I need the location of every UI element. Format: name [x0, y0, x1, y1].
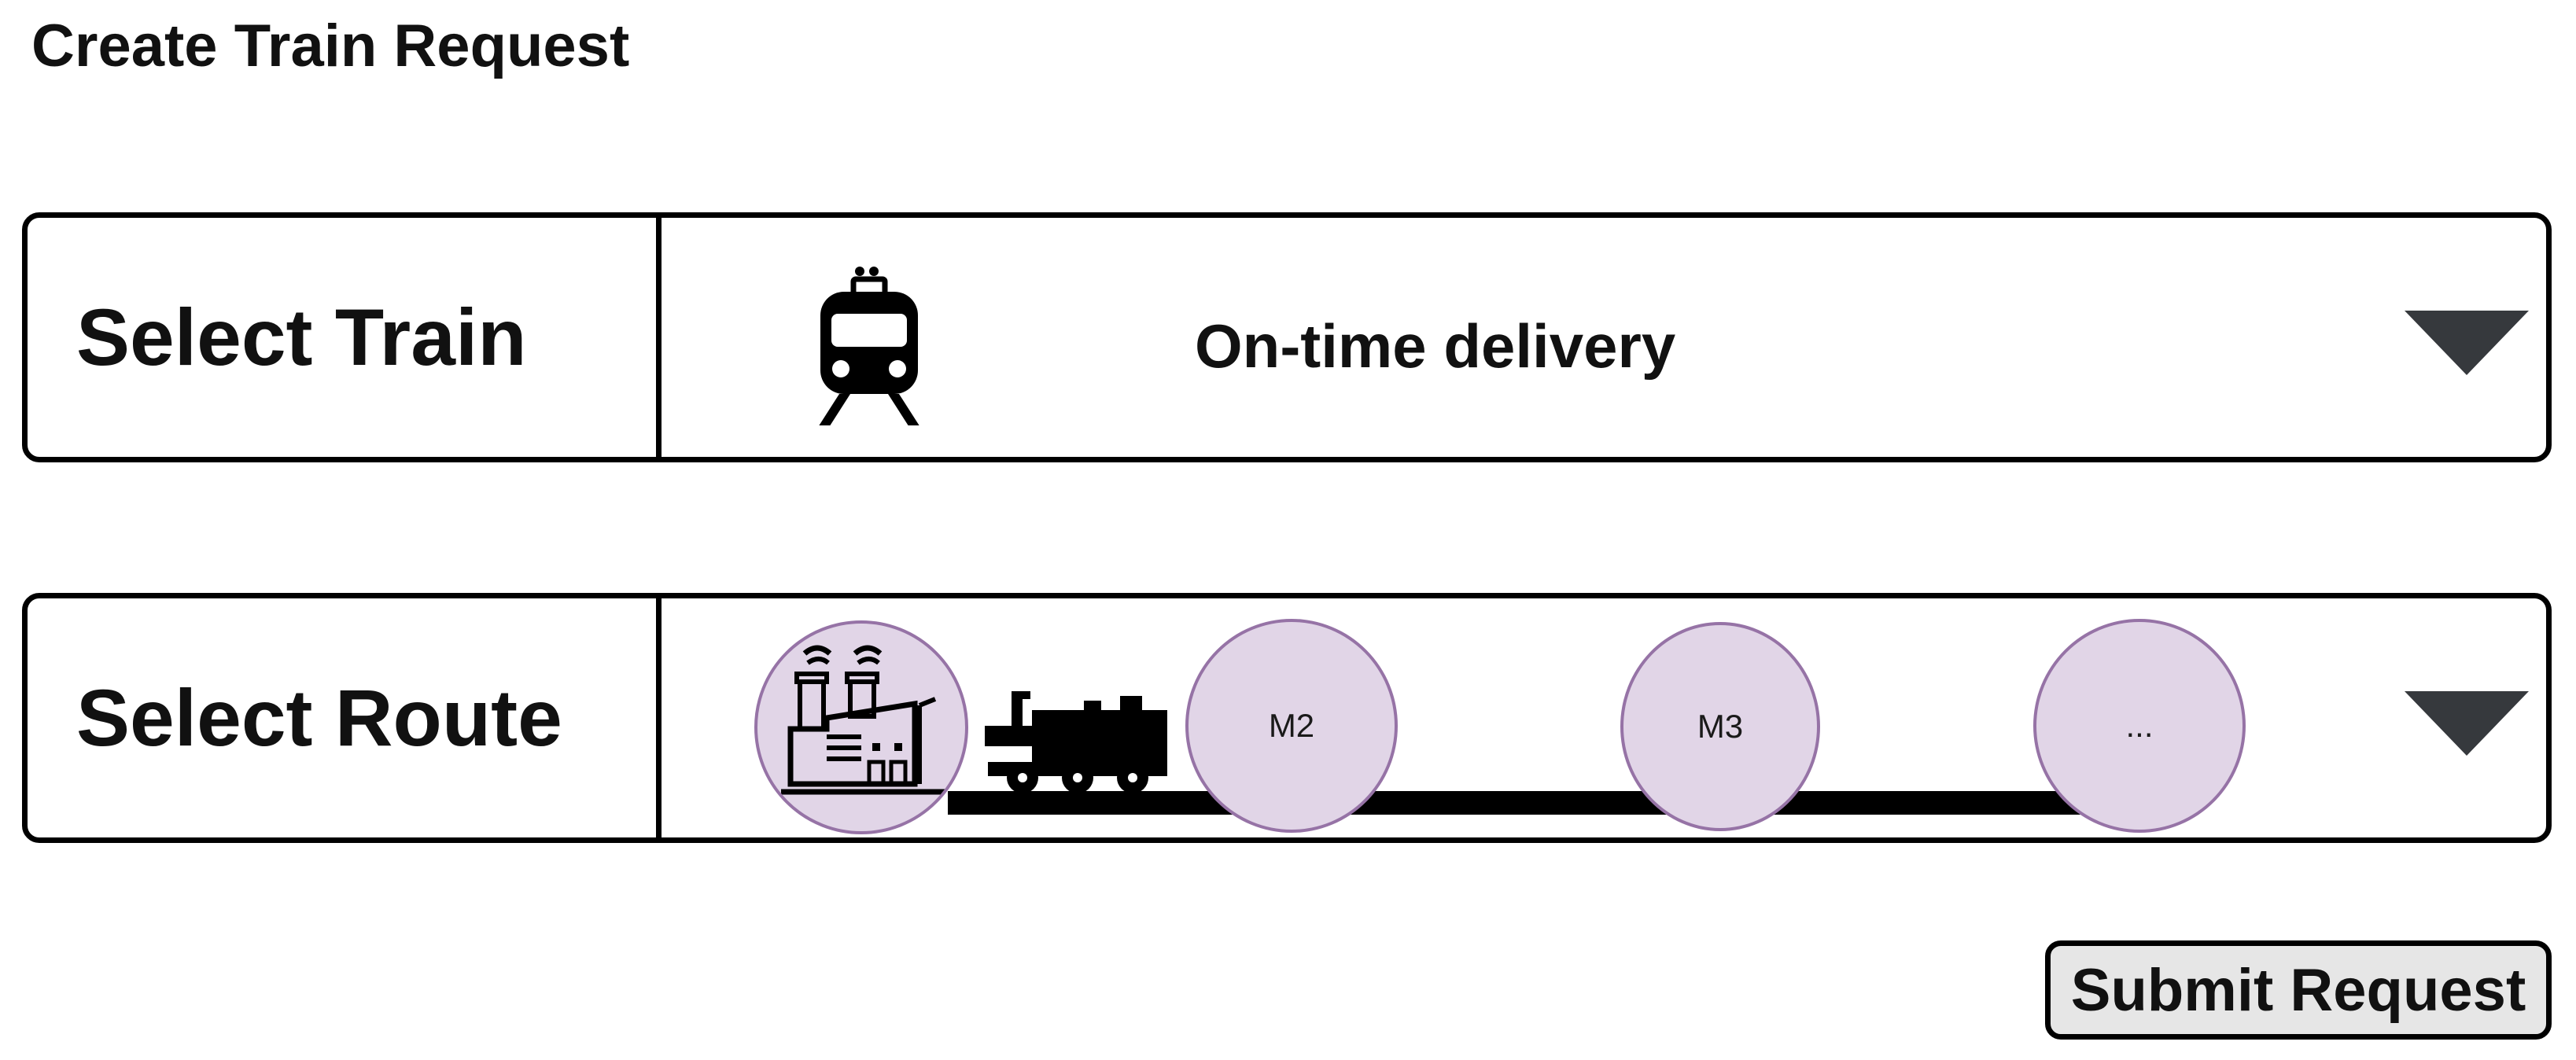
route-start-node[interactable] — [754, 620, 968, 834]
locomotive-icon — [985, 691, 1167, 793]
train-front-icon — [819, 267, 919, 425]
route-stop-label: M2 — [1268, 707, 1315, 744]
route-selector[interactable]: Select Route — [22, 593, 2552, 843]
train-selector[interactable]: Select Train On-time delivery — [22, 212, 2552, 462]
factory-icon — [781, 645, 949, 795]
selected-train-value: On-time delivery — [1195, 311, 1676, 381]
route-stop-node[interactable]: ... — [2033, 619, 2246, 833]
page-title: Create Train Request — [31, 13, 630, 79]
route-selector-label: Select Route — [76, 672, 562, 763]
caret-down-icon[interactable] — [2405, 311, 2529, 375]
route-stop-node[interactable]: M3 — [1620, 622, 1820, 831]
route-track — [948, 791, 2124, 815]
submit-request-button[interactable]: Submit Request — [2045, 940, 2552, 1040]
train-selector-label: Select Train — [76, 292, 527, 382]
route-stop-label: M3 — [1697, 708, 1744, 745]
route-stop-label: ... — [2125, 707, 2154, 744]
route-stop-node[interactable]: M2 — [1185, 619, 1398, 833]
train-selector-divider — [656, 218, 662, 457]
route-selector-divider — [656, 598, 662, 837]
caret-down-icon[interactable] — [2405, 691, 2529, 756]
